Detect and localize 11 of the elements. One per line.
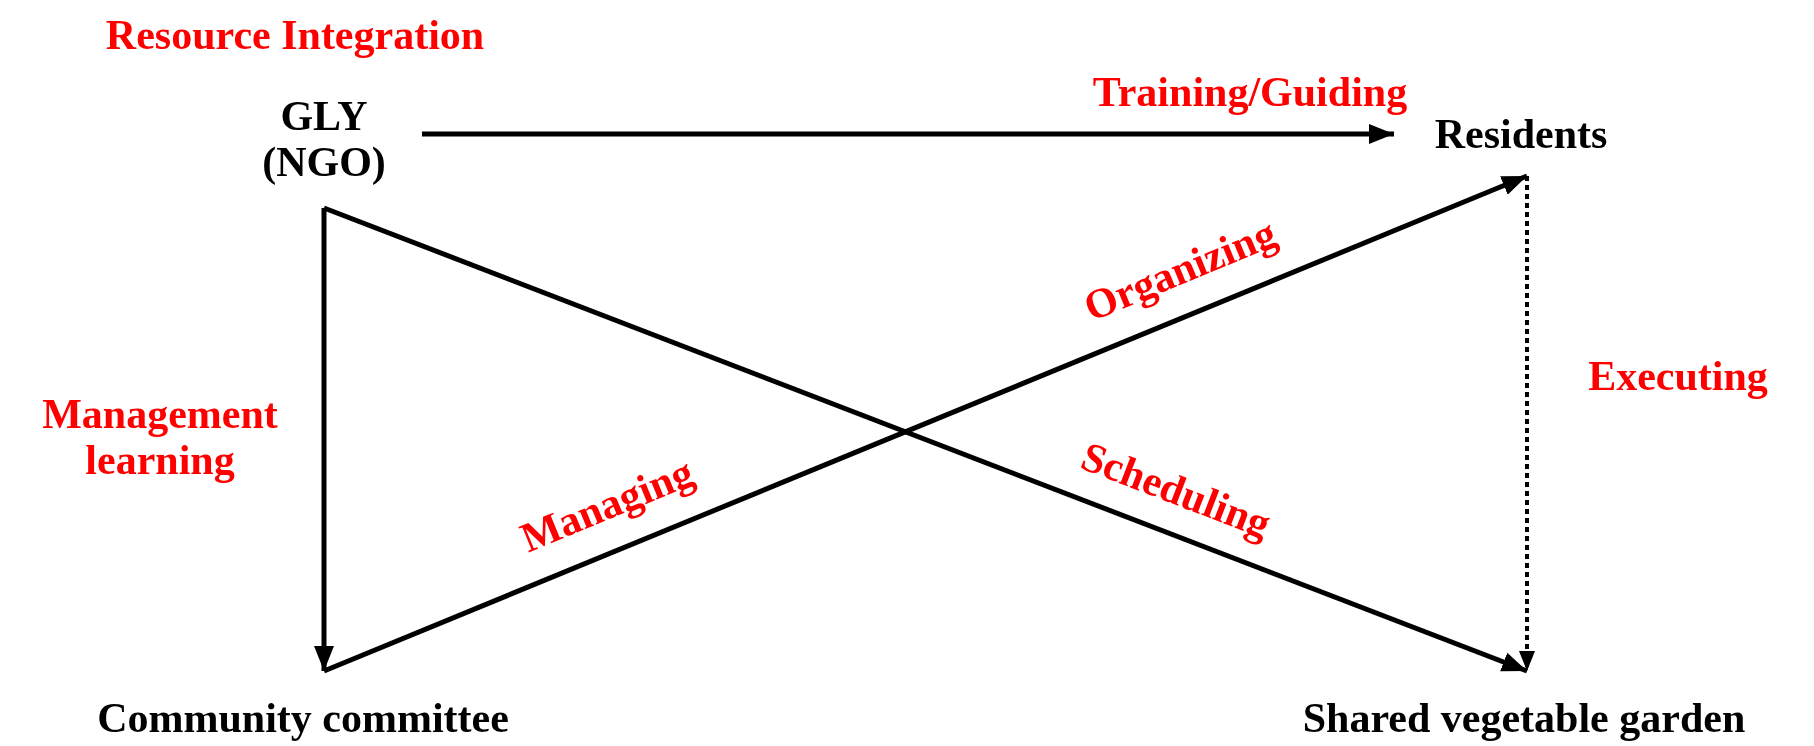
edge-label: Management learning [41,390,279,484]
edge-label: Executing [1588,352,1768,400]
annotation-label: Resource Integration [105,11,485,59]
edge-label: Training/Guiding [1092,68,1408,116]
node-label: GLY (NGO) [261,92,387,186]
node-label: Shared vegetable garden [1302,694,1746,742]
arrow [314,208,334,671]
arrow [422,124,1394,144]
node-label: Residents [1434,110,1608,158]
node-label: Community committee [97,694,509,742]
dotted-arrow [1519,176,1535,671]
